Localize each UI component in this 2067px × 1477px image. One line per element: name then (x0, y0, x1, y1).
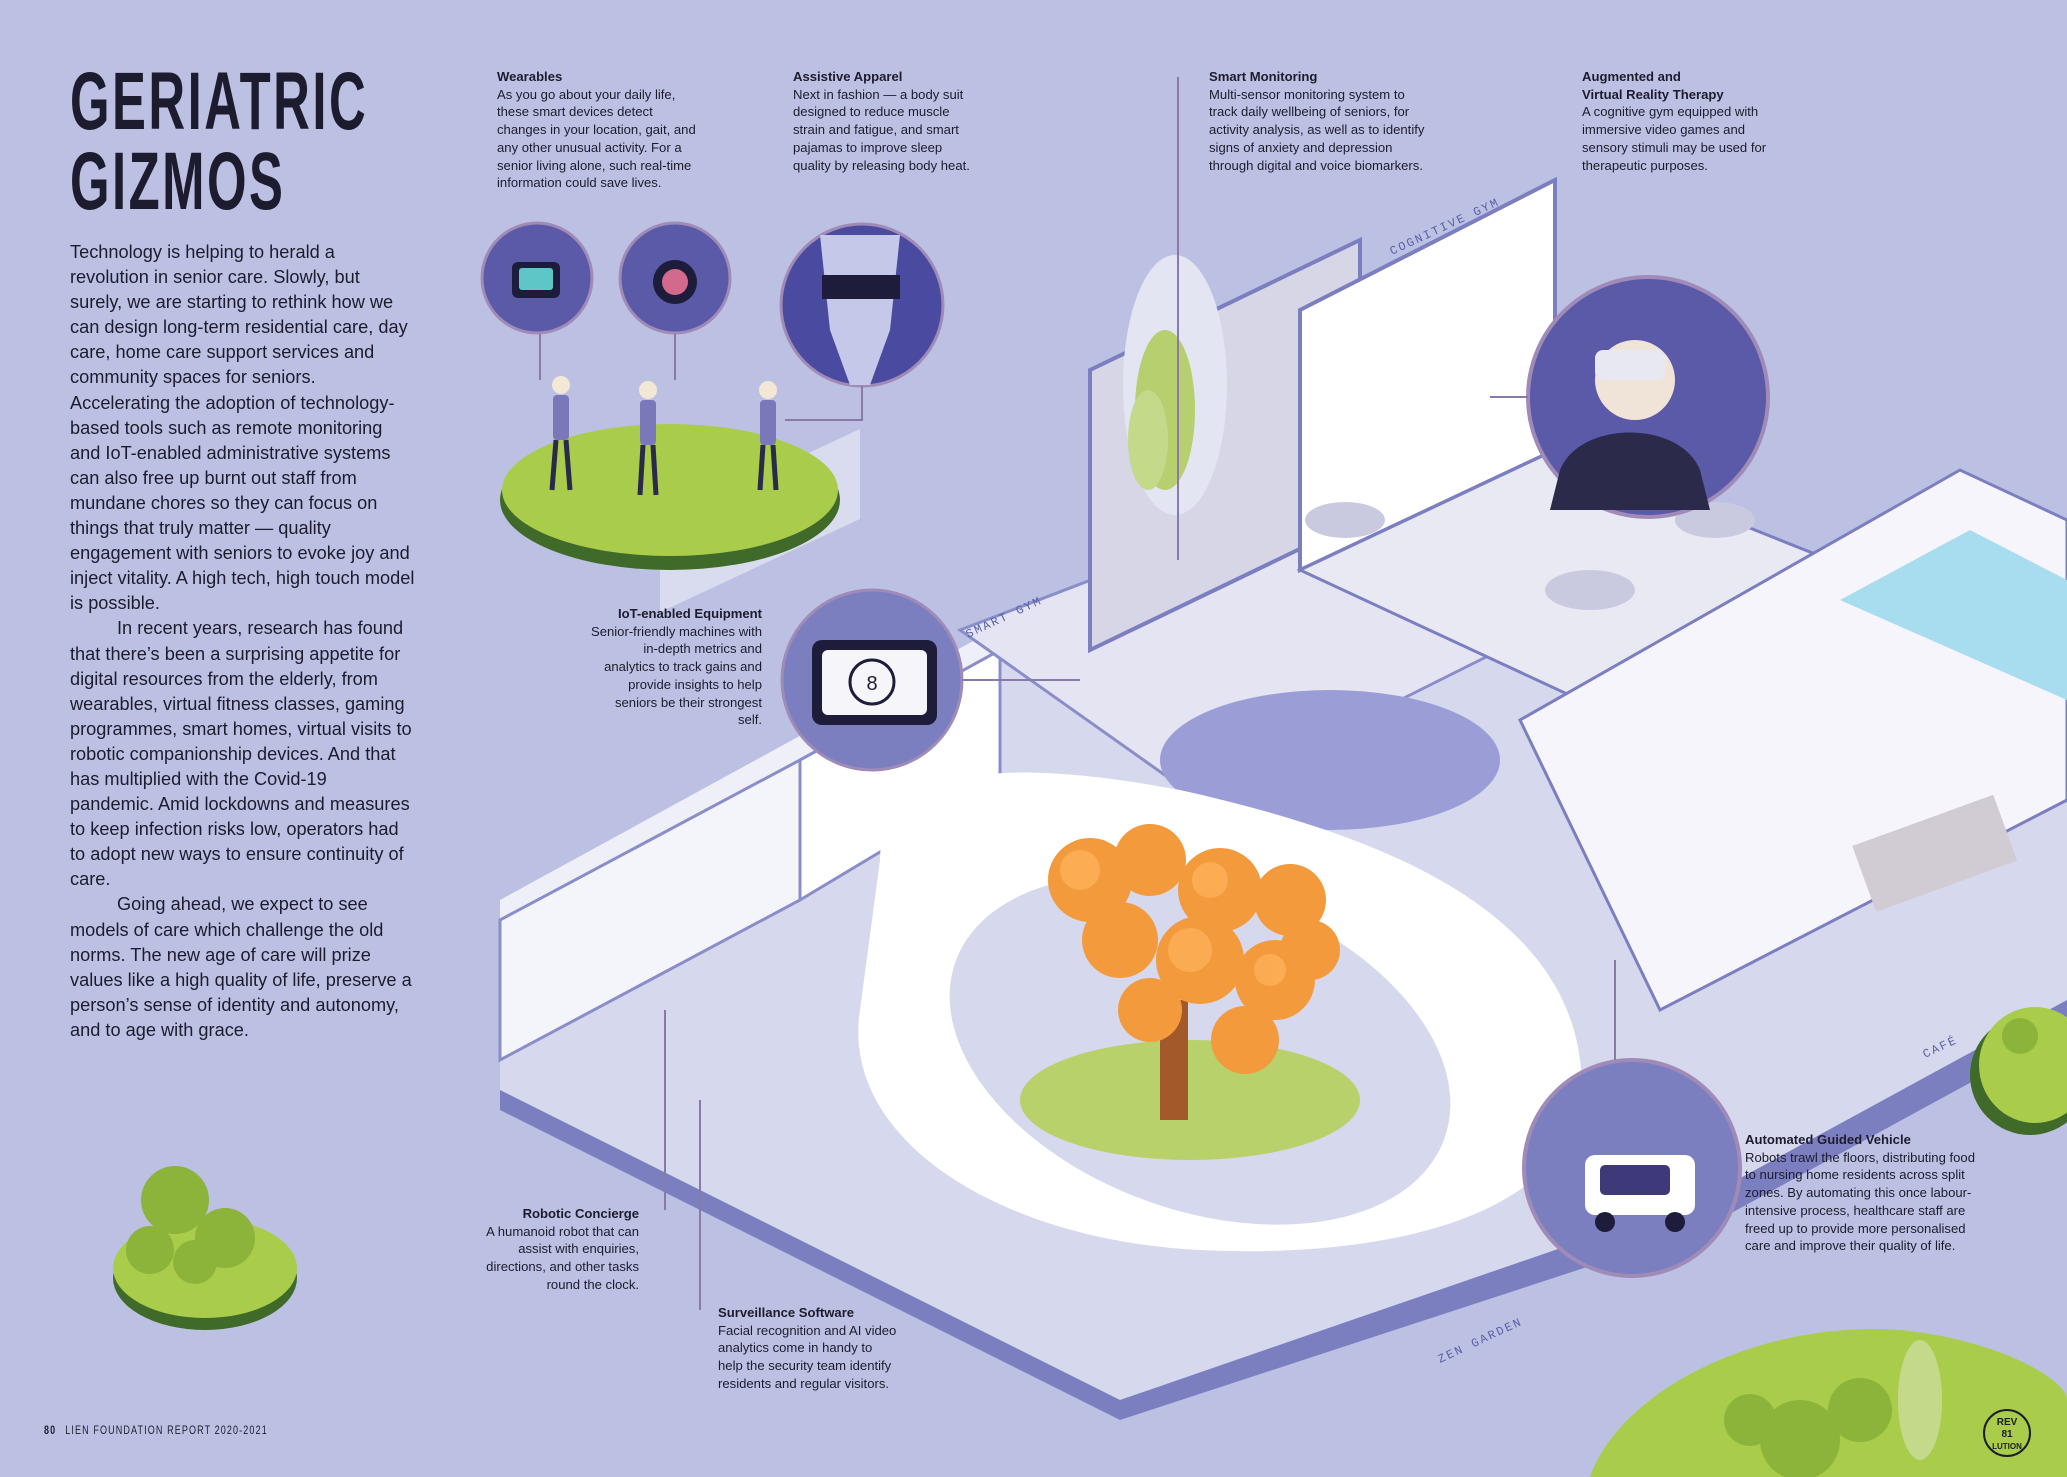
callout-smart-monitoring: Smart Monitoring Multi-sensor monitoring… (1209, 68, 1429, 174)
wearables-lawn (502, 424, 838, 556)
revolution-logo-icon: REV 81 LUTION (1983, 1409, 2031, 1457)
cafe-counter (1852, 794, 2018, 912)
shrubs (126, 1166, 255, 1284)
corner-lawn (1590, 1329, 2067, 1477)
device-reading: 8 (866, 673, 877, 695)
callout-body: Senior-friendly machines with in-depth m… (590, 623, 762, 728)
callout-body: A humanoid robot that can assist with en… (486, 1223, 639, 1292)
intro-paragraph-1: Technology is helping to herald a revolu… (70, 242, 415, 614)
page-number: 80 (44, 1423, 57, 1437)
callout-body: A cognitive gym equipped with immersive … (1582, 104, 1767, 173)
callout-iot-equipment: IoT-enabled Equipment Senior-friendly ma… (590, 605, 762, 729)
callout-heading: Automated Guided Vehicle (1745, 1132, 1911, 1147)
logo-line-1: REV (1997, 1417, 2018, 1428)
callout-body: Robots trawl the floors, distributing fo… (1745, 1149, 1975, 1254)
callout-heading: Robotic Concierge (522, 1206, 639, 1221)
zone-label-zen-garden: ZEN GARDEN (1436, 1315, 1525, 1367)
page-footer: 80 LIEN FOUNDATION REPORT 2020-2021 (44, 1423, 268, 1437)
callout-automated-guided-vehicle: Automated Guided Vehicle Robots trawl th… (1745, 1131, 1980, 1255)
callout-robotic-concierge: Robotic Concierge A humanoid robot that … (472, 1205, 639, 1294)
page-title: GERIATRIC GIZMOS (70, 56, 369, 227)
callout-surveillance-software: Surveillance Software Facial recognition… (718, 1304, 900, 1393)
vr-therapy-circle (1526, 275, 1770, 519)
agv-circle (1522, 1058, 1742, 1278)
pool (1840, 530, 2067, 700)
callout-heading-line-2: Virtual Reality Therapy (1582, 86, 1724, 102)
intro-body: Technology is helping to herald a revolu… (70, 240, 415, 1043)
callout-heading: Wearables (497, 69, 563, 84)
leader-lines (539, 77, 1616, 1310)
callout-heading: Smart Monitoring (1209, 69, 1318, 84)
wearables-watch-circle (480, 221, 594, 335)
seniors-figures (552, 376, 777, 445)
title-line-1: GERIATRIC (70, 56, 369, 147)
title-line-2: GIZMOS (70, 136, 286, 227)
callout-body: As you go about your daily life, these s… (497, 86, 696, 191)
callout-heading: Assistive Apparel (793, 69, 903, 84)
intro-paragraph-3: Going ahead, we expect to see models of … (70, 894, 412, 1040)
callout-heading-line-1: Augmented and (1582, 69, 1681, 84)
wearables-pendant-circle (618, 221, 732, 335)
gym-mat (1160, 690, 1500, 830)
callout-heading: Surveillance Software (718, 1305, 855, 1320)
iot-equipment-circle: 8 (780, 588, 964, 772)
callout-wearables: Wearables As you go about your daily lif… (497, 68, 697, 192)
callout-vr-therapy: Augmented and Virtual Reality Therapy A … (1582, 68, 1787, 174)
callout-body: Multi-sensor monitoring system to track … (1209, 86, 1425, 173)
callout-heading: IoT-enabled Equipment (617, 606, 762, 621)
callout-body: Facial recognition and AI video analytic… (718, 1322, 897, 1391)
logo-line-3: LUTION (1992, 1442, 2022, 1451)
logo-line-2: 81 (2001, 1429, 2013, 1440)
assistive-apparel-circle (779, 222, 945, 388)
intro-paragraph-2: In recent years, research has found that… (70, 618, 412, 890)
publication-name: LIEN FOUNDATION REPORT 2020-2021 (65, 1423, 268, 1437)
callout-body: Next in fashion — a body suit designed t… (793, 86, 970, 173)
callout-assistive-apparel: Assistive Apparel Next in fashion — a bo… (793, 68, 973, 174)
